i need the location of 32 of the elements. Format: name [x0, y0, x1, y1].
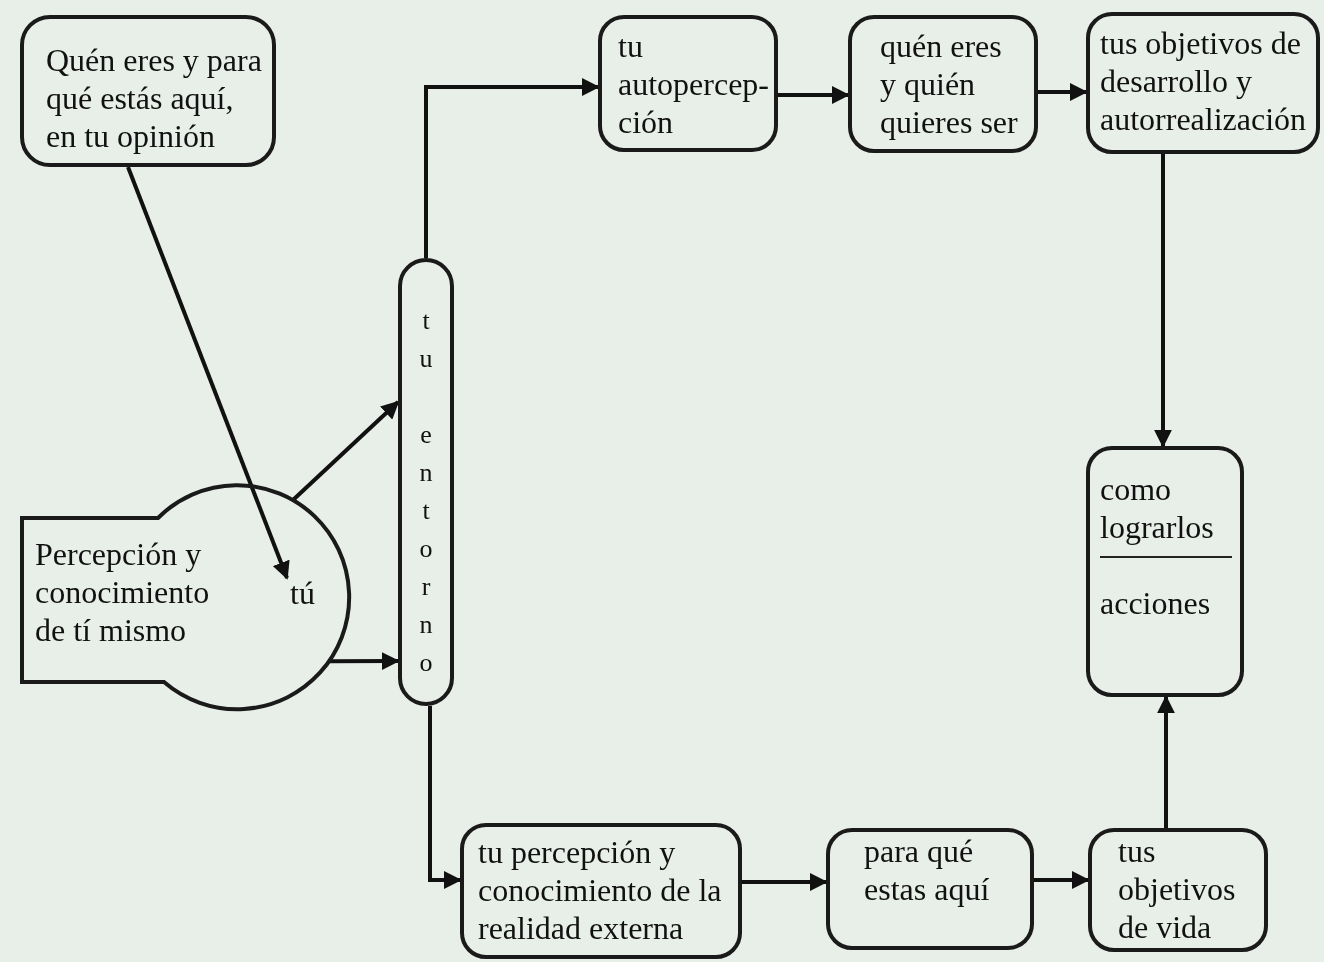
- arrow: [778, 86, 850, 104]
- node-text: tus objetivos de vida: [1118, 832, 1237, 946]
- node-text: tus objetivos de desarrollo y autorrealización: [1100, 24, 1308, 138]
- node-text: Quén eres y para qué estás aquí, en tu opinión: [46, 41, 263, 155]
- rounded-box: [1088, 828, 1268, 952]
- arrow: [428, 706, 462, 889]
- arrow: [291, 400, 400, 502]
- rounded-box: [1086, 12, 1320, 154]
- rounded-box: [460, 823, 742, 959]
- rounded-box: [826, 828, 1034, 950]
- arrow: [126, 166, 290, 580]
- rounded-box: [848, 15, 1038, 153]
- node-text: quén eres y quién quieres ser: [880, 27, 1018, 141]
- vertical-text: tu entorno: [418, 305, 434, 679]
- node-text: tu autopercep- ción: [618, 27, 770, 141]
- pill-box: [398, 258, 454, 706]
- rounded-box: [1086, 446, 1244, 697]
- arrow: [1157, 695, 1175, 828]
- arrow: [424, 78, 600, 258]
- node-text: para qué estas aquí: [864, 832, 991, 908]
- arrow: [742, 873, 828, 891]
- node-text: como lograrlos: [1100, 470, 1215, 546]
- rounded-box: [20, 15, 276, 167]
- arrow: [1154, 154, 1172, 448]
- node-text: tu percepción y conocimiento de la realidad externa: [478, 833, 723, 947]
- node-text: acciones: [1100, 584, 1212, 622]
- node-text: Percepción y conocimiento de tí mismo: [35, 535, 211, 649]
- node-label: tú: [290, 574, 315, 612]
- arrow: [1034, 871, 1090, 889]
- rounded-box: [598, 15, 778, 152]
- arrow: [328, 652, 400, 671]
- arrow: [1038, 83, 1088, 101]
